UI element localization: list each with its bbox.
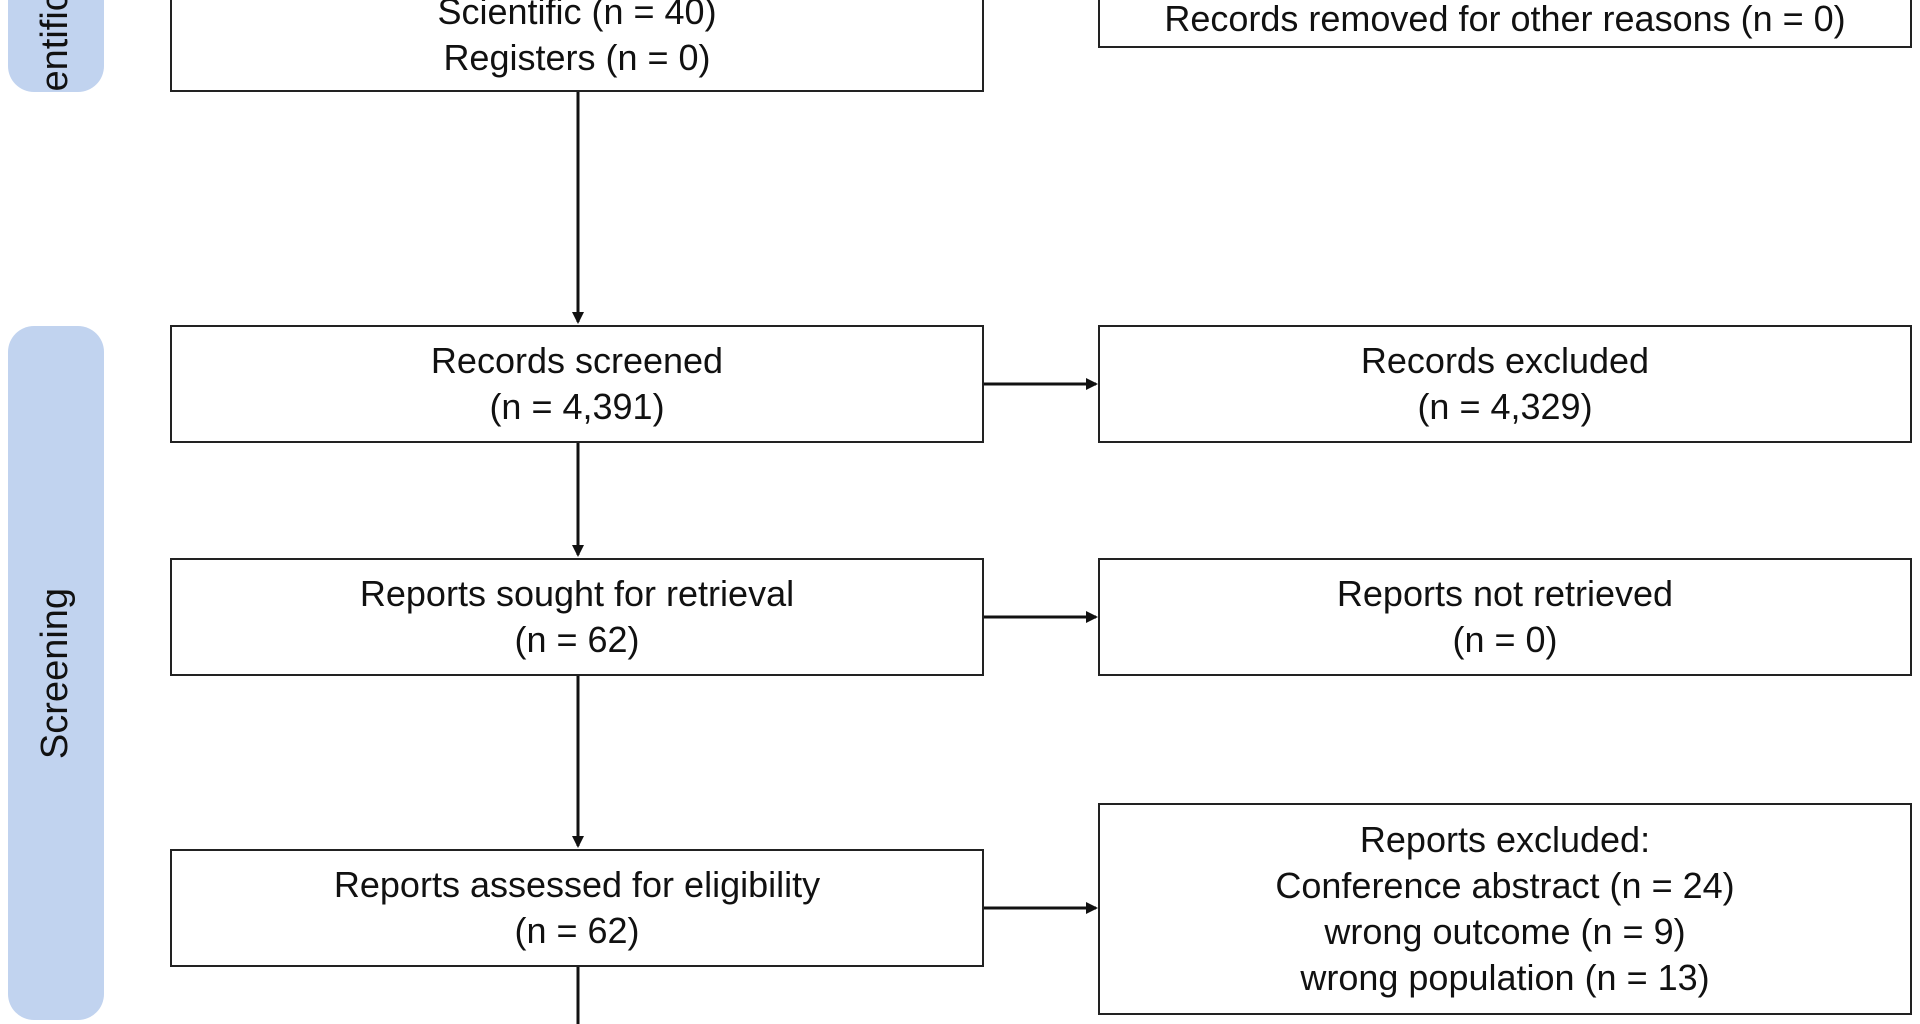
reports-not-retrieved-box: Reports not retrieved (n = 0): [1098, 558, 1912, 676]
box-line: wrong outcome (n = 9): [1324, 911, 1686, 952]
records-screened-box: Records screened (n = 4,391): [170, 325, 984, 443]
box-line: Reports sought for retrieval: [359, 573, 795, 614]
stage-screening: Screening: [8, 326, 104, 1020]
box-line: (n = 4,329): [1417, 386, 1593, 427]
reports-assessed-box: Reports assessed for eligibility (n = 62…: [170, 849, 984, 967]
box-line: Records screened: [430, 340, 724, 381]
box-line: Reports excluded:: [1359, 819, 1651, 860]
box-line: Scientific (n = 40): [437, 0, 717, 32]
box-line: Records excluded: [1360, 340, 1650, 381]
box-line: Reports not retrieved: [1336, 573, 1674, 614]
box-line: (n = 0): [1452, 619, 1558, 660]
stage-screening-label: Screening: [34, 587, 77, 759]
stage-identification-label: Identification: [35, 0, 78, 92]
box-line: wrong population (n = 13): [1300, 957, 1710, 998]
box-line: (n = 62): [514, 619, 640, 660]
identification-sources-box: Scientific (n = 40) Registers (n = 0): [170, 0, 984, 92]
removed-records-box: Records removed for other reasons (n = 0…: [1098, 0, 1912, 48]
box-line: Registers (n = 0): [443, 37, 711, 78]
box-line: (n = 62): [514, 910, 640, 951]
records-excluded-box: Records excluded (n = 4,329): [1098, 325, 1912, 443]
box-line: Reports assessed for eligibility: [333, 864, 821, 905]
stage-identification: Identification: [8, 0, 104, 92]
box-line: Records removed for other reasons (n = 0…: [1164, 0, 1846, 39]
box-line: Conference abstract (n = 24): [1275, 865, 1735, 906]
reports-excluded-box: Reports excluded: Conference abstract (n…: [1098, 803, 1912, 1015]
box-line: (n = 4,391): [489, 386, 665, 427]
reports-sought-box: Reports sought for retrieval (n = 62): [170, 558, 984, 676]
